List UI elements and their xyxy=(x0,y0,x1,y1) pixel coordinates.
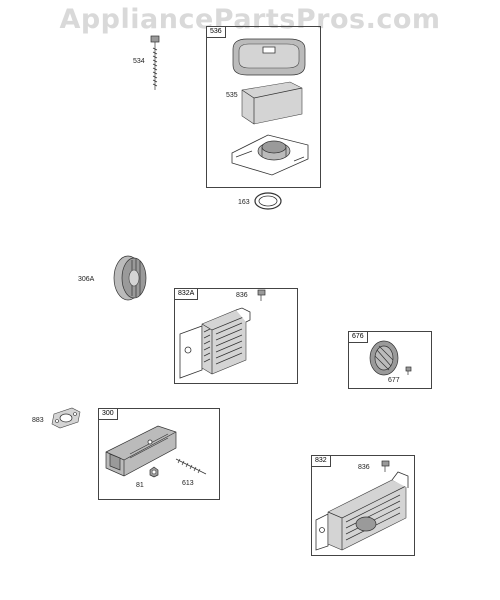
nut-81-drawing xyxy=(149,466,159,478)
muffler-832a-group-box: 832A xyxy=(174,288,298,384)
stud-613-drawing xyxy=(175,458,207,475)
spark-arrester-676-drawing xyxy=(369,340,399,376)
air-cleaner-base-drawing xyxy=(231,134,309,176)
muffler-832-group-box: 832 xyxy=(311,455,415,556)
spark-arrester-group-box: 676 xyxy=(348,331,432,389)
filter-306a-drawing xyxy=(113,255,147,301)
muffler-832a-drawing xyxy=(179,307,251,379)
callout-300: 300 xyxy=(99,409,118,420)
callout-306a: 306A xyxy=(78,276,95,283)
callout-534: 534 xyxy=(133,58,145,65)
callout-836-bottom: 836 xyxy=(358,464,370,471)
foam-filter-535-drawing xyxy=(241,81,303,125)
bolt-534-drawing xyxy=(150,35,160,90)
screw-677-drawing xyxy=(405,366,412,375)
muffler-300-group-box: 300 xyxy=(98,408,220,500)
air-cleaner-cover-drawing xyxy=(232,38,306,76)
callout-832: 832 xyxy=(312,456,331,467)
callout-836-top: 836 xyxy=(236,292,248,299)
callout-163: 163 xyxy=(238,199,250,206)
callout-536: 536 xyxy=(207,27,226,38)
callout-81: 81 xyxy=(136,482,144,489)
watermark-logo: AppliancePartsPros.com xyxy=(59,4,441,35)
callout-832a: 832A xyxy=(175,289,199,300)
callout-677: 677 xyxy=(388,377,400,384)
screw-836-bottom-drawing xyxy=(381,460,390,472)
gasket-163-drawing xyxy=(254,192,282,210)
gasket-883-drawing xyxy=(51,407,81,429)
screw-836-top-drawing xyxy=(257,289,266,301)
callout-613: 613 xyxy=(182,480,194,487)
air-cleaner-group-box: 536 xyxy=(206,26,321,188)
callout-676: 676 xyxy=(349,332,368,343)
muffler-300-drawing xyxy=(105,425,177,477)
callout-535: 535 xyxy=(226,92,238,99)
muffler-832-drawing xyxy=(315,471,409,551)
callout-883: 883 xyxy=(32,417,44,424)
